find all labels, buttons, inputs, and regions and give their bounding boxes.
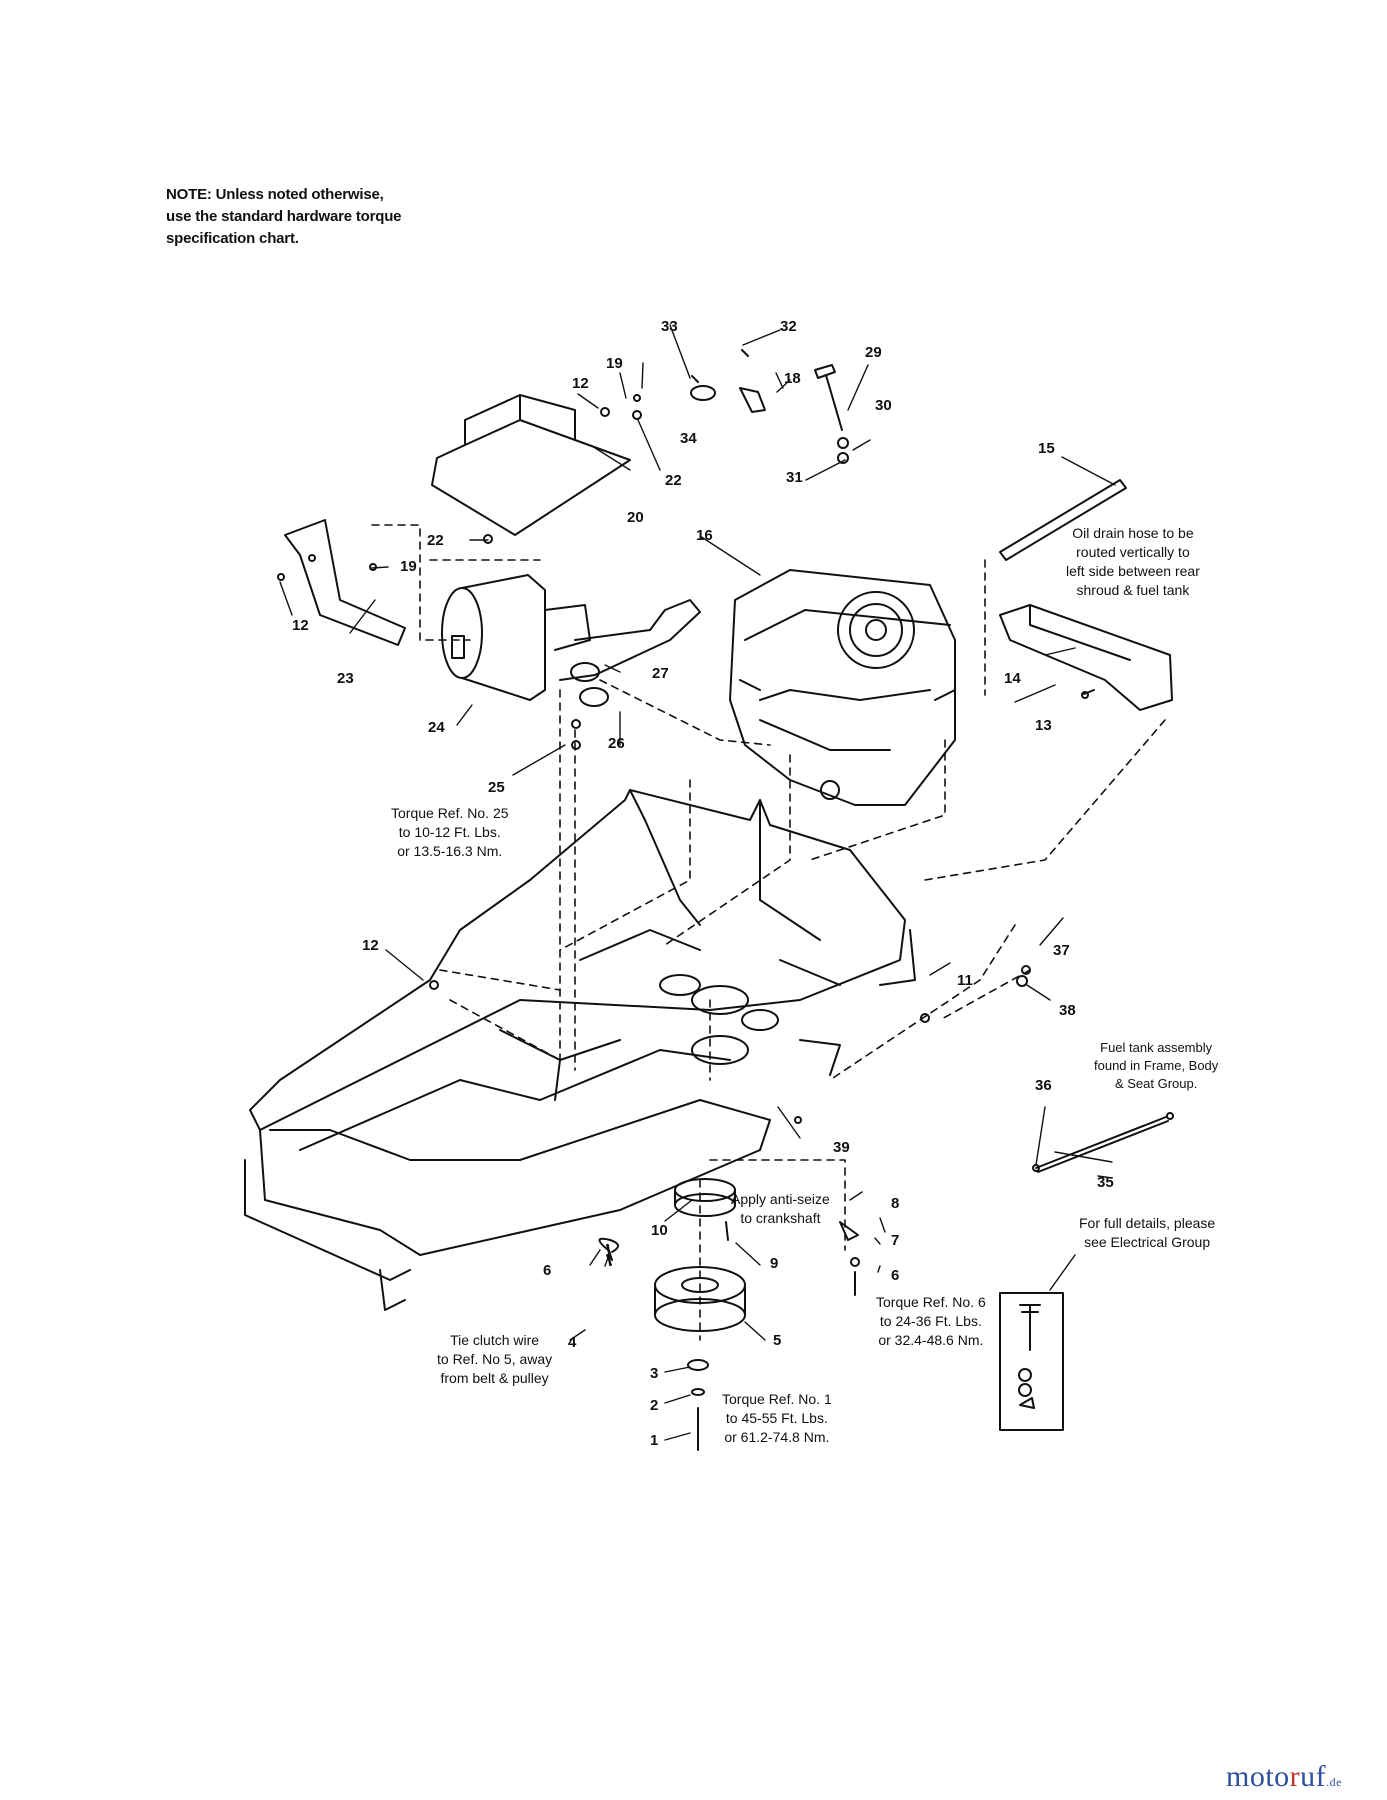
anti-seize-line-2: to crankshaft <box>740 1210 821 1226</box>
callout-4: 4 <box>568 1334 577 1351</box>
torque-25-note: Torque Ref. No. 25 to 10-12 Ft. Lbs. or … <box>391 804 509 861</box>
watermark-logo: motoruf.de <box>1226 1760 1342 1794</box>
callout-34: 34 <box>680 430 697 447</box>
tie-clutch-note: Tie clutch wire to Ref. No 5, away from … <box>437 1331 552 1388</box>
fuel-tank-note: Fuel tank assembly found in Frame, Body … <box>1094 1039 1218 1093</box>
tie-clutch-line-1: Tie clutch wire <box>450 1332 540 1348</box>
torque-1-note: Torque Ref. No. 1 to 45-55 Ft. Lbs. or 6… <box>722 1390 832 1447</box>
callout-33: 33 <box>661 318 678 335</box>
torque-6-line-3: or 32.4-48.6 Nm. <box>878 1332 984 1348</box>
callout-39: 39 <box>833 1139 850 1156</box>
clutch-hardware <box>598 1221 860 1451</box>
callout-13: 13 <box>1035 717 1052 734</box>
callout-6b: 6 <box>891 1267 899 1284</box>
fuel-line-part-35 <box>1032 1112 1174 1173</box>
engine-part-16 <box>729 569 956 806</box>
electrical-line-2: see Electrical Group <box>1084 1234 1211 1250</box>
callout-20: 20 <box>627 509 644 526</box>
callout-8: 8 <box>891 1195 899 1212</box>
watermark-suffix: .de <box>1326 1775 1342 1789</box>
torque-1-line-2: to 45-55 Ft. Lbs. <box>725 1410 828 1426</box>
oil-drain-line-2: routed vertically to <box>1076 544 1190 560</box>
callout-35: 35 <box>1097 1174 1114 1191</box>
callout-19b: 19 <box>400 558 417 575</box>
electrical-note: For full details, please see Electrical … <box>1079 1214 1215 1252</box>
callout-12a: 12 <box>362 937 379 954</box>
pulley-part-10 <box>674 1178 736 1217</box>
oil-drain-line-1: Oil drain hose to be <box>1072 525 1194 541</box>
gasket-part-27 <box>570 662 609 750</box>
fuel-tank-line-3: & Seat Group. <box>1114 1076 1198 1091</box>
callout-36: 36 <box>1035 1077 1052 1094</box>
callout-22a: 22 <box>665 472 682 489</box>
watermark-part-1: moto <box>1226 1760 1290 1793</box>
callout-1: 1 <box>650 1432 658 1449</box>
oil-drain-line-4: shroud & fuel tank <box>1076 582 1190 598</box>
callout-9: 9 <box>770 1255 778 1272</box>
oil-drain-hose-part-15 <box>999 479 1127 561</box>
callout-27: 27 <box>652 665 669 682</box>
callout-22b: 22 <box>427 532 444 549</box>
callout-32: 32 <box>780 318 797 335</box>
torque-6-note: Torque Ref. No. 6 to 24-36 Ft. Lbs. or 3… <box>876 1293 986 1350</box>
callout-3: 3 <box>650 1365 658 1382</box>
note-line-2: use the standard hardware torque <box>166 208 402 225</box>
watermark-part-2: r <box>1289 1760 1301 1793</box>
clutch-part-5 <box>654 1266 746 1332</box>
torque-1-line-3: or 61.2-74.8 Nm. <box>724 1429 830 1445</box>
tie-clutch-line-3: from belt & pulley <box>440 1370 549 1386</box>
torque-1-line-1: Torque Ref. No. 1 <box>722 1391 832 1407</box>
oil-drain-note: Oil drain hose to be routed vertically t… <box>1066 524 1200 600</box>
callout-12c: 12 <box>292 617 309 634</box>
torque-25-line-2: to 10-12 Ft. Lbs. <box>398 824 501 840</box>
callout-6a: 6 <box>543 1262 551 1279</box>
callout-18: 18 <box>784 370 801 387</box>
callout-31: 31 <box>786 469 803 486</box>
callout-5: 5 <box>773 1332 781 1349</box>
electrical-inset <box>999 1292 1064 1431</box>
callout-29: 29 <box>865 344 882 361</box>
fuel-tank-line-2: found in Frame, Body <box>1094 1058 1219 1073</box>
callout-30: 30 <box>875 397 892 414</box>
torque-25-line-3: or 13.5-16.3 Nm. <box>397 843 503 859</box>
callout-numbers: 1 2 3 4 5 6 6 7 8 9 10 11 12 12 12 13 14… <box>292 318 1114 1449</box>
muffler-part-24 <box>441 574 701 701</box>
fuel-tank-line-1: Fuel tank assembly <box>1100 1040 1213 1055</box>
torque-6-line-2: to 24-36 Ft. Lbs. <box>879 1313 982 1329</box>
callout-16: 16 <box>696 527 713 544</box>
oil-drain-line-3: left side between rear <box>1066 563 1200 579</box>
callout-23: 23 <box>337 670 354 687</box>
torque-6-line-1: Torque Ref. No. 6 <box>876 1294 986 1310</box>
alignment-lines <box>371 524 1166 1341</box>
torque-25-line-1: Torque Ref. No. 25 <box>391 805 509 821</box>
anti-seize-note: Apply anti-seize to crankshaft <box>731 1190 830 1228</box>
watermark-part-3: uf <box>1300 1760 1327 1793</box>
callout-7: 7 <box>891 1232 899 1249</box>
torque-note: NOTE: Unless noted otherwise, use the st… <box>166 184 402 250</box>
frame <box>244 789 916 1311</box>
rear-shroud-part-14 <box>999 604 1173 711</box>
note-line-3: specification chart. <box>166 230 299 247</box>
callout-2: 2 <box>650 1397 658 1414</box>
callout-14: 14 <box>1004 670 1021 687</box>
heat-shield-part-20 <box>431 394 631 536</box>
engine-hardware <box>690 349 849 464</box>
tie-clutch-line-2: to Ref. No 5, away <box>437 1351 553 1367</box>
callout-38: 38 <box>1059 1002 1076 1019</box>
anti-seize-line-1: Apply anti-seize <box>731 1191 830 1207</box>
callout-15: 15 <box>1038 440 1055 457</box>
callout-11: 11 <box>957 972 973 989</box>
callout-10: 10 <box>651 1222 668 1239</box>
electrical-line-1: For full details, please <box>1079 1215 1216 1231</box>
note-line-1: NOTE: Unless noted otherwise, <box>166 186 384 203</box>
callout-12b: 12 <box>572 375 589 392</box>
callout-24: 24 <box>428 719 445 736</box>
leader-lines <box>279 324 1116 1441</box>
bracket-part-23 <box>284 519 406 646</box>
callout-37: 37 <box>1053 942 1070 959</box>
callout-19a: 19 <box>606 355 623 372</box>
callout-25: 25 <box>488 779 505 796</box>
callout-26: 26 <box>608 735 625 752</box>
